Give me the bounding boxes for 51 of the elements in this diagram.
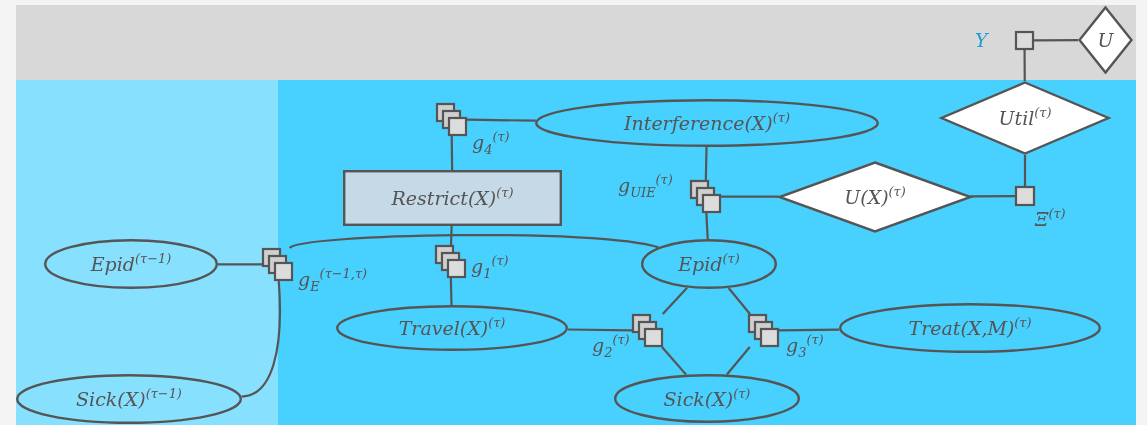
connector-line xyxy=(970,194,1015,198)
node-label: Interference(X)$^{(τ)}$ xyxy=(622,112,791,134)
node-label: U xyxy=(1096,29,1115,51)
connector-line xyxy=(289,234,659,250)
utility-diamond xyxy=(778,161,972,233)
factor-stack xyxy=(436,103,467,136)
connector-line xyxy=(704,146,708,180)
connector-line xyxy=(721,195,779,198)
node-label: U(X)$^{(τ)}$ xyxy=(843,186,907,208)
variable-ellipse xyxy=(336,305,568,351)
variable-ellipse xyxy=(839,303,1101,353)
connector-line xyxy=(450,136,454,170)
decision-box xyxy=(343,170,562,226)
connector-line xyxy=(467,118,536,122)
node-label: Sick(X)$^{(τ)}$ xyxy=(662,387,752,410)
connector-line xyxy=(661,346,687,376)
variable-ellipse xyxy=(44,239,218,289)
factor-stack xyxy=(632,314,663,347)
connector-line xyxy=(727,287,751,315)
variable-ellipse xyxy=(535,99,879,147)
connector-line xyxy=(218,263,262,266)
factor-stack xyxy=(435,245,466,278)
factor-stack xyxy=(690,180,721,213)
connector-line xyxy=(449,225,453,246)
variable-ellipse xyxy=(614,374,800,423)
utility-diamond xyxy=(1078,6,1133,74)
node-label: Restrict(X)$^{(τ)}$ xyxy=(390,187,515,209)
connector-line xyxy=(661,286,688,315)
connector-line xyxy=(1023,50,1026,82)
node-label: Epid$^{(τ−1)}$ xyxy=(89,253,173,275)
node-label: Travel(X)$^{(τ)}$ xyxy=(397,317,507,339)
connector-line xyxy=(726,346,751,376)
factor-square xyxy=(1015,31,1034,50)
node-label: Treat(X,M)$^{(τ)}$ xyxy=(907,317,1033,339)
factor-stack xyxy=(262,248,293,281)
connector-line xyxy=(449,277,453,306)
variable-ellipse xyxy=(16,374,242,424)
node-label: Sick(X)$^{(τ−1)}$ xyxy=(75,388,183,410)
factor-square xyxy=(1015,186,1035,206)
connector-line xyxy=(567,328,632,332)
variable-ellipse xyxy=(641,239,777,289)
node-label: Util$^{(τ)}$ xyxy=(997,107,1053,129)
node-label: Epid$^{(τ)}$ xyxy=(677,253,741,275)
factor-label: Υ xyxy=(975,29,988,51)
connector-line xyxy=(705,212,709,240)
connector-line xyxy=(1034,39,1079,42)
connector-line xyxy=(1023,155,1027,186)
connector-line xyxy=(779,328,840,332)
factor-label: Ξ$^{(τ)}$ xyxy=(1035,208,1066,230)
connector-line xyxy=(241,280,282,398)
factor-stack xyxy=(748,314,779,347)
